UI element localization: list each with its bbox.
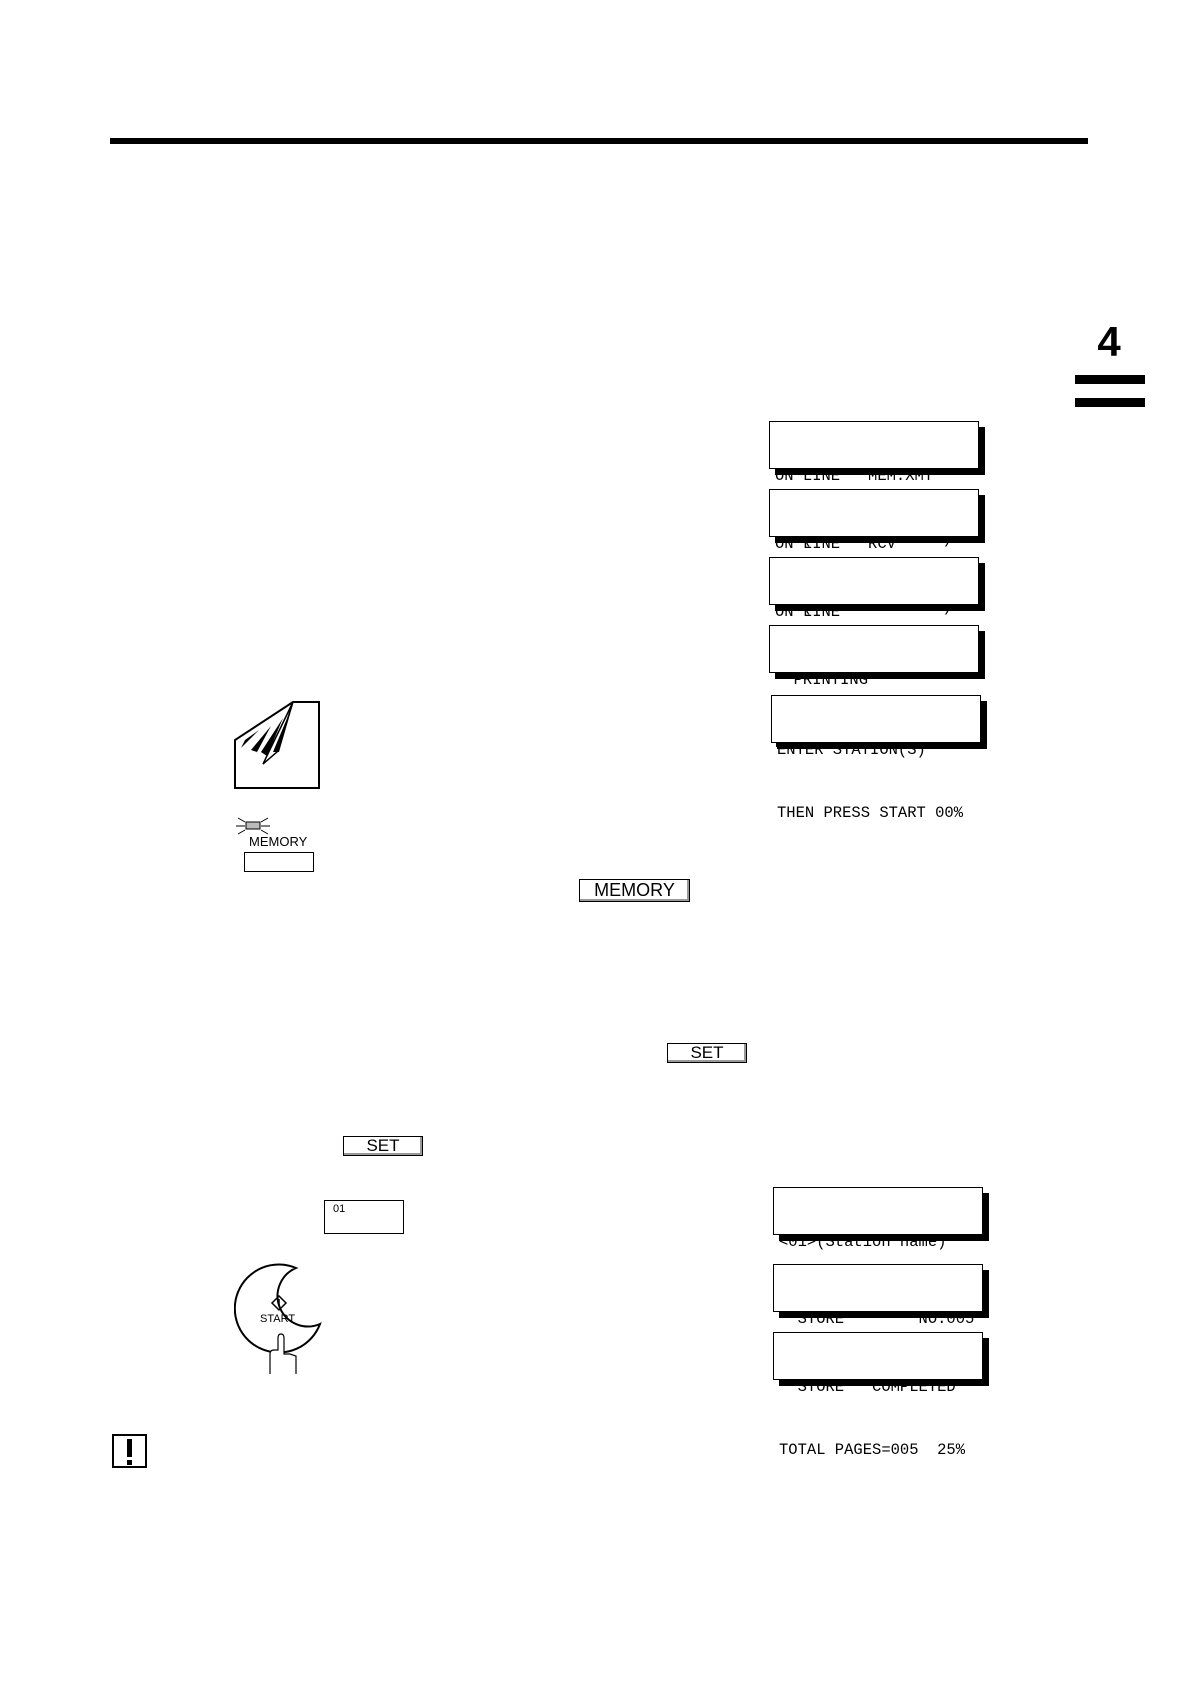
led-indicator-icon — [236, 817, 270, 835]
memory-key: MEMORY — [579, 879, 690, 902]
start-button-graphic — [234, 1263, 322, 1374]
memory-icon-button — [244, 852, 314, 872]
lcd-line-2: TOTAL PAGES=005 25% — [779, 1441, 966, 1459]
one-touch-label: 01 — [333, 1203, 346, 1215]
lcd-line-1: * STORE * NO.005 — [779, 1310, 975, 1328]
one-touch-key: 01 — [324, 1200, 404, 1234]
exclamation-dot — [127, 1460, 132, 1465]
lcd-line-1: * STORE * COMPLETED — [779, 1378, 956, 1396]
lcd-line-1: ON LINE * MEM.XMT * — [775, 467, 952, 485]
lcd-display-pc-mode: ON LINE PC MODE — [769, 557, 979, 684]
lcd-display-store: * STORE * NO.005 PAGES=001 01% — [773, 1264, 983, 1391]
lcd-display-enter-station: ENTER STATION(S) THEN PRESS START 00% — [771, 695, 981, 822]
lcd-line-1: * PRINTING * — [775, 671, 887, 689]
lcd-display-rcv: ON LINE * RCV * ID:(Identification) — [769, 489, 979, 616]
start-button-icon: START — [234, 1258, 326, 1378]
lcd-line-1: <01>(Station name) — [779, 1233, 947, 1251]
lcd-display-store-completed: * STORE * COMPLETED TOTAL PAGES=005 25% — [773, 1332, 983, 1459]
lcd-line-1: ON LINE * RCV * — [775, 535, 915, 553]
lcd-display-mem-xmt: ON LINE * MEM.XMT * ID:(Identification) — [769, 421, 979, 548]
exclamation-bar — [127, 1439, 132, 1457]
lcd-line-2: THEN PRESS START 00% — [777, 804, 964, 822]
memory-icon-label: MEMORY — [249, 834, 308, 849]
memory-led-icon: MEMORY — [236, 816, 316, 872]
lcd-line-1: ON LINE — [775, 603, 841, 621]
lcd-display-station-name: <01>(Station name) 5551234 — [773, 1187, 983, 1314]
chapter-bar-top — [1075, 375, 1145, 384]
header-rule — [110, 138, 1088, 144]
document-icon — [234, 701, 320, 789]
start-label: START — [260, 1313, 296, 1325]
chapter-number: 4 — [1097, 318, 1121, 365]
set-key: SET — [343, 1136, 423, 1156]
set-key: SET — [667, 1043, 747, 1063]
lcd-display-printing: * PRINTING * MEMORY RCV'D DOC — [769, 625, 979, 752]
exclamation-note-icon — [112, 1434, 147, 1468]
lcd-line-1: ENTER STATION(S) — [777, 741, 926, 759]
chapter-bar-bottom — [1075, 398, 1145, 407]
